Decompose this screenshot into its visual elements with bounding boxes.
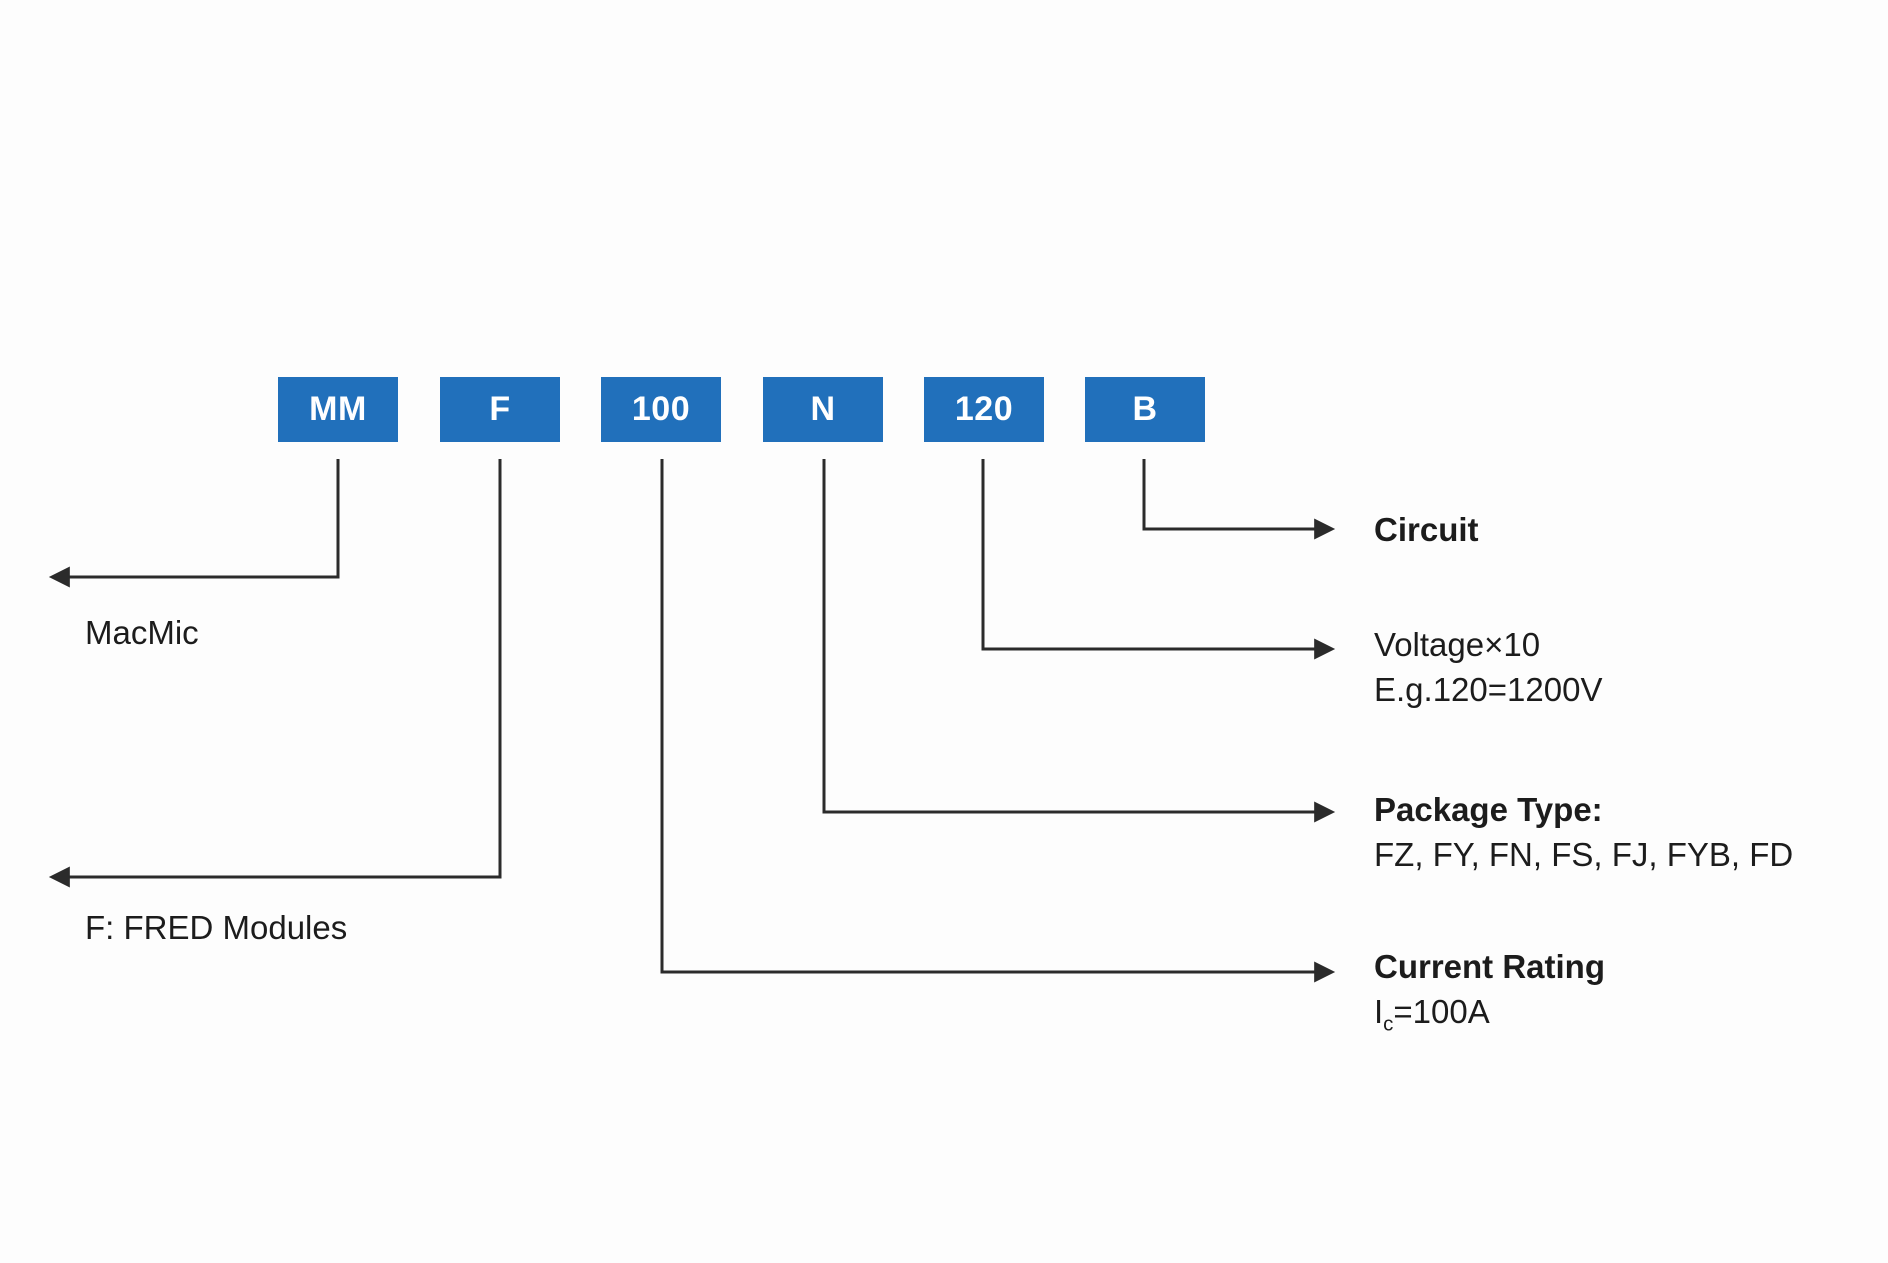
connector-mm-to-brand: [48, 459, 340, 588]
voltage-example: E.g.120=1200V: [1374, 671, 1603, 708]
connector-f-to-family: [48, 459, 502, 888]
code-box-120: 120: [924, 377, 1044, 442]
code-box-b: B: [1085, 377, 1205, 442]
voltage-title: Voltage×10: [1374, 626, 1541, 663]
label-voltage: Voltage×10 E.g.120=1200V: [1374, 622, 1602, 712]
brand-text: MacMic: [85, 614, 199, 651]
label-current-rating: Current Rating Ic=100A: [1374, 944, 1605, 1047]
code-box-mm: MM: [278, 377, 398, 442]
code-box-100: 100: [601, 377, 721, 442]
circuit-title: Circuit: [1374, 511, 1479, 548]
connector-120-to-voltage: [981, 459, 1336, 660]
label-circuit: Circuit: [1374, 507, 1479, 552]
code-box-n: N: [763, 377, 883, 442]
code-box-f: F: [440, 377, 560, 442]
connector-b-to-circuit: [1142, 459, 1336, 540]
family-text: F: FRED Modules: [85, 909, 348, 946]
current-rating-value: Ic=100A: [1374, 989, 1605, 1047]
label-brand: MacMic: [85, 610, 199, 655]
label-family: F: FRED Modules: [85, 905, 347, 950]
package-type-options: FZ, FY, FN, FS, FJ, FYB, FD: [1374, 836, 1794, 873]
current-value-text: =100A: [1393, 993, 1490, 1030]
label-package-type: Package Type: FZ, FY, FN, FS, FJ, FYB, F…: [1374, 787, 1793, 877]
connector-100-to-current: [660, 459, 1336, 983]
current-rating-title: Current Rating: [1374, 948, 1605, 985]
current-symbol-subscript: c: [1383, 1012, 1394, 1036]
package-type-title: Package Type:: [1374, 791, 1603, 828]
connector-n-to-package: [822, 459, 1336, 823]
current-symbol: I: [1374, 993, 1384, 1030]
